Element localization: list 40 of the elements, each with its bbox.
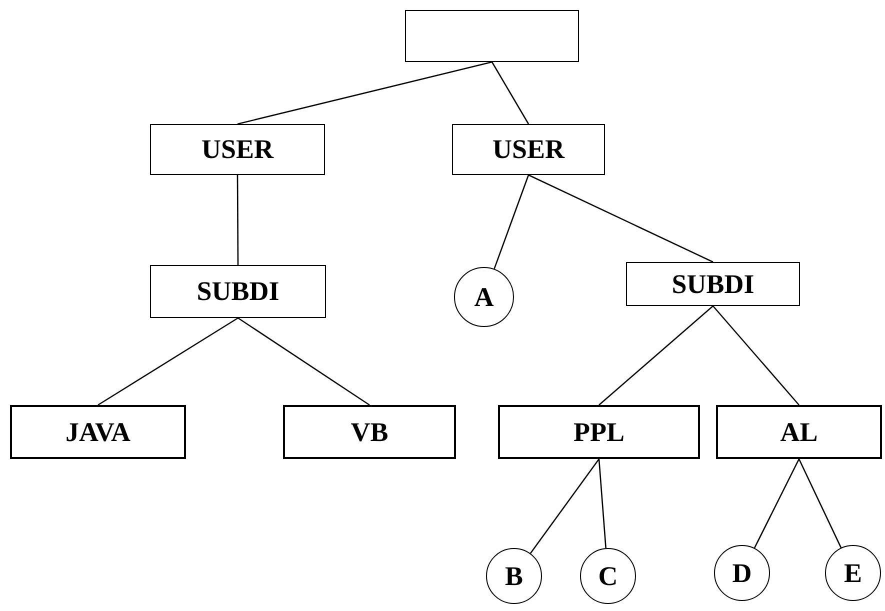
circle-node [486,548,542,604]
connector-line [236,175,239,265]
circle-node [454,267,514,327]
circle-node [825,545,881,601]
node-label: D [732,558,752,588]
node-label: USER [201,134,274,165]
node-label: A [474,282,494,312]
connector-line [754,458,800,548]
node-label: VB [350,416,388,448]
node-label: AL [780,416,818,448]
connector-line [530,458,600,554]
connector-line [494,174,530,270]
connector-line [798,458,842,548]
node-label: SUBDI [196,276,280,307]
connector-line [98,317,238,406]
tree-box [283,405,456,459]
circle-node [714,545,770,601]
connector-line [598,458,606,548]
tree-box [150,124,325,175]
connector-line [528,174,714,263]
connector-line [491,62,530,124]
tree-box [150,265,326,318]
connector-line [598,306,714,406]
tree-box [626,262,800,306]
empty-box [405,10,579,62]
circle-node [580,548,636,604]
node-label: USER [492,134,565,165]
node-label: JAVA [65,416,131,448]
connector-line [237,61,492,125]
tree-box [10,405,186,459]
node-label: B [504,560,523,592]
node-label: PPL [574,416,624,448]
node-label: E [844,558,862,588]
tree-box [452,124,605,175]
node-label: SUBDI [672,268,754,300]
tree-box [498,405,700,459]
connector-line [238,317,370,406]
tree-box [716,405,882,459]
node-label: C [598,560,618,592]
connector-line [712,306,800,406]
